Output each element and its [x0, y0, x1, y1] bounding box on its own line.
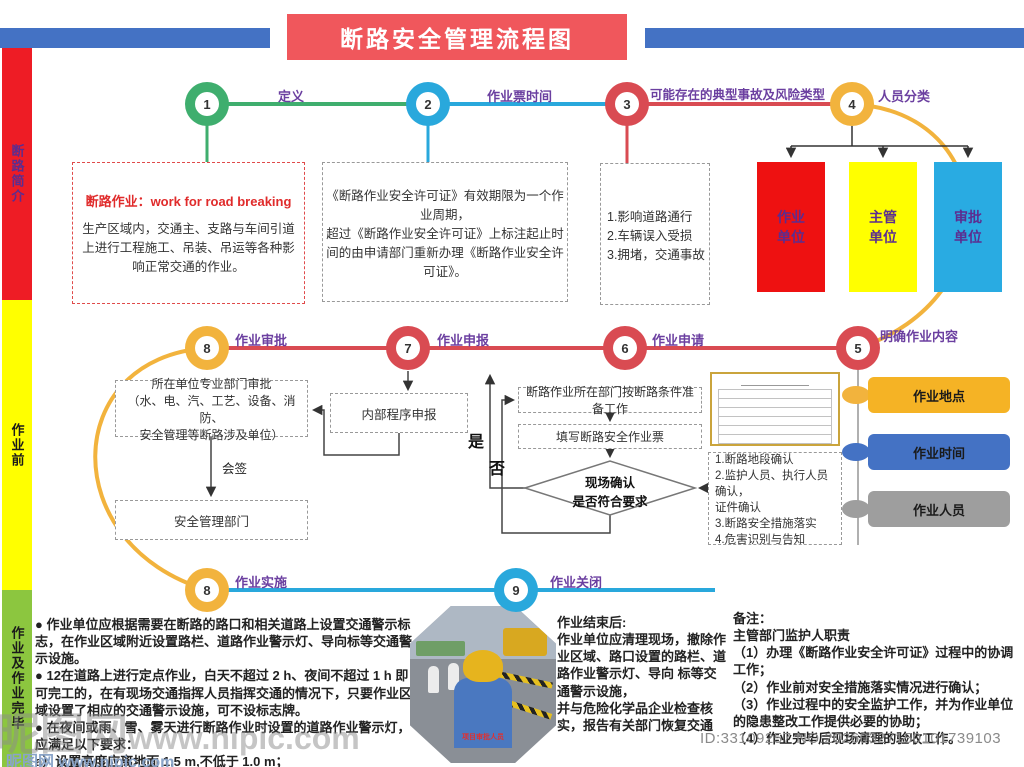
- step-circle-approval: 8: [185, 326, 229, 370]
- tag-work-people: 作业人员: [868, 491, 1010, 527]
- step-label-close: 作业关闭: [550, 575, 603, 590]
- personnel-tree: [785, 126, 974, 159]
- worksite-scene-image: 项目审批人员: [410, 606, 556, 763]
- arrow-no-loop: [501, 394, 611, 534]
- tag-work-location: 作业地点: [868, 377, 1010, 413]
- step-number: 8: [195, 578, 219, 602]
- step-label-implement: 作业实施: [235, 575, 288, 590]
- definition-body: 生产区域内，交通主、支路与车间引道上进行工程施工、吊装、吊运等各种影响正常交通的…: [82, 222, 295, 274]
- step-label-content: 明确作业内容: [880, 329, 959, 344]
- step-number: 7: [396, 336, 420, 360]
- decision-diamond-text: 现场确认 是否符合要求: [572, 476, 648, 509]
- form-grid: [718, 389, 832, 444]
- step-label-risk: 可能存在的典型事故及风险类型: [650, 88, 826, 102]
- step-label-personnel: 人员分类: [878, 89, 931, 104]
- tag-dot-people: [842, 500, 870, 518]
- scene-sign: [415, 640, 466, 657]
- step-label-apply: 作业申请: [652, 333, 705, 348]
- step-number: 2: [416, 92, 440, 116]
- definition-title: 断路作业：work for road breaking: [85, 194, 292, 209]
- step-label-approval: 作业审批: [235, 333, 288, 348]
- notes-left: ● 作业单位应根据需要在断路的路口和相关道路上设置交通警示标志，在作业区域附近设…: [35, 617, 413, 767]
- step-circle-definition: 1: [185, 82, 229, 126]
- step-label-definition: 定义: [278, 89, 305, 104]
- watermark-large: 昵图网www.nipic.com: [0, 698, 360, 762]
- step-circle-implement: 8: [185, 568, 229, 612]
- risk-box: 1.影响道路通行 2.车辆误入受损 3.拥堵，交通事故: [600, 163, 710, 305]
- ticket-time-box: 《断路作业安全许可证》有效期限为一个作业周期， 超过《断路作业安全许可证》上标注…: [322, 162, 568, 302]
- sidebar-section-before-work: 作业前: [2, 300, 32, 590]
- step-circle-content: 5: [836, 326, 880, 370]
- watermark-url: www.nipic.com: [128, 720, 360, 756]
- step-number: 3: [615, 92, 639, 116]
- arrow-internal-dept: [311, 404, 400, 456]
- top-bar-right: [645, 28, 1024, 48]
- step-circle-ticket-time: 2: [406, 82, 450, 126]
- yes-label: 是: [468, 434, 485, 451]
- step-number: 9: [504, 578, 528, 602]
- unit-box-supervisor: 主管 单位: [849, 162, 917, 292]
- step-circle-risk: 3: [605, 82, 649, 126]
- sidebar-label: 作业前: [9, 422, 25, 468]
- scene-worker: [427, 665, 439, 693]
- sidebar-label: 作业及作业完毕: [9, 626, 25, 731]
- fill-ticket-box: 填写断路安全作业票: [518, 424, 702, 449]
- scene-excavator: [503, 627, 548, 657]
- step-circle-apply: 6: [603, 326, 647, 370]
- tag-work-time: 作业时间: [868, 434, 1010, 470]
- step-number: 8: [195, 336, 219, 360]
- watermark-url: www.nipic.com: [58, 754, 175, 767]
- scene-helmet: [463, 649, 503, 682]
- sidebar-section-work-done: 作业及作业完毕: [2, 590, 32, 767]
- remarks-note: 备注： 主管部门监护人职责 （1）办理《断路作业安全许可证》过程中的协调工作； …: [733, 611, 1014, 747]
- confirm-list-box: 1.断路地段确认 2.监护人员、执行人员确认， 证件确认 3.断路安全措施落实 …: [708, 452, 842, 546]
- scene-worker-label: 项目审批人员: [462, 734, 504, 742]
- step-label-declare: 作业申报: [437, 333, 490, 348]
- scene-worker: [447, 662, 459, 690]
- prepare-box: 断路作业所在部门按断路条件准备工作: [518, 385, 702, 416]
- image-id-text: ID:33109257 NO:20260327150101739103: [700, 730, 1002, 747]
- tag-dot-location: [842, 386, 870, 404]
- top-bar-left: [0, 28, 270, 48]
- step-circle-close: 9: [494, 568, 538, 612]
- unit-box-approver: 审批 单位: [934, 162, 1002, 292]
- flow-curve-8-8: [93, 346, 208, 592]
- after-work-note: 作业结束后: 作业单位应清理现场，撤除作业区域、路口设置的路栏、道路作业警示灯、…: [557, 615, 727, 733]
- permit-form-thumbnail: [710, 372, 840, 446]
- internal-procedure-box: 内部程序申报: [330, 393, 468, 433]
- safety-dept-box: 安全管理部门: [115, 500, 308, 540]
- approval-connectors: [205, 371, 709, 534]
- step-label-ticket-time: 作业票时间: [487, 89, 553, 104]
- flow-lines: [93, 102, 970, 592]
- sidebar-label: 断路简介: [9, 144, 25, 204]
- decision-diamond-shape: [522, 460, 698, 516]
- page-title: 断路安全管理流程图: [287, 14, 627, 60]
- watermark-site: 昵图网: [0, 710, 128, 759]
- no-label: 否: [489, 461, 506, 478]
- step-number: 6: [613, 336, 637, 360]
- scene-main-worker: 项目审批人员: [454, 678, 512, 749]
- watermark-small: 昵图网 www.nipic.com: [6, 748, 174, 767]
- tag-dot-time: [842, 443, 870, 461]
- countersign-label: 会签: [222, 462, 248, 476]
- step-circle-personnel: 4: [830, 82, 874, 126]
- step-number: 1: [195, 92, 219, 116]
- definition-box: 断路作业：work for road breaking 生产区域内，交通主、支路…: [72, 162, 305, 304]
- step-circle-declare: 7: [386, 326, 430, 370]
- form-title-line: [740, 379, 810, 386]
- step-number: 4: [840, 92, 864, 116]
- tag-spine: [842, 370, 870, 545]
- unit-box-work: 作业 单位: [757, 162, 825, 292]
- arrow-yes: [484, 373, 525, 489]
- sidebar-section-intro: 断路简介: [2, 48, 32, 300]
- step-number: 5: [846, 336, 870, 360]
- watermark-site: 昵图网: [6, 754, 55, 767]
- dept-approval-box: 所在单位专业部门审批 （水、电、汽、工艺、设备、消防、 安全管理等断路涉及单位）: [115, 377, 308, 442]
